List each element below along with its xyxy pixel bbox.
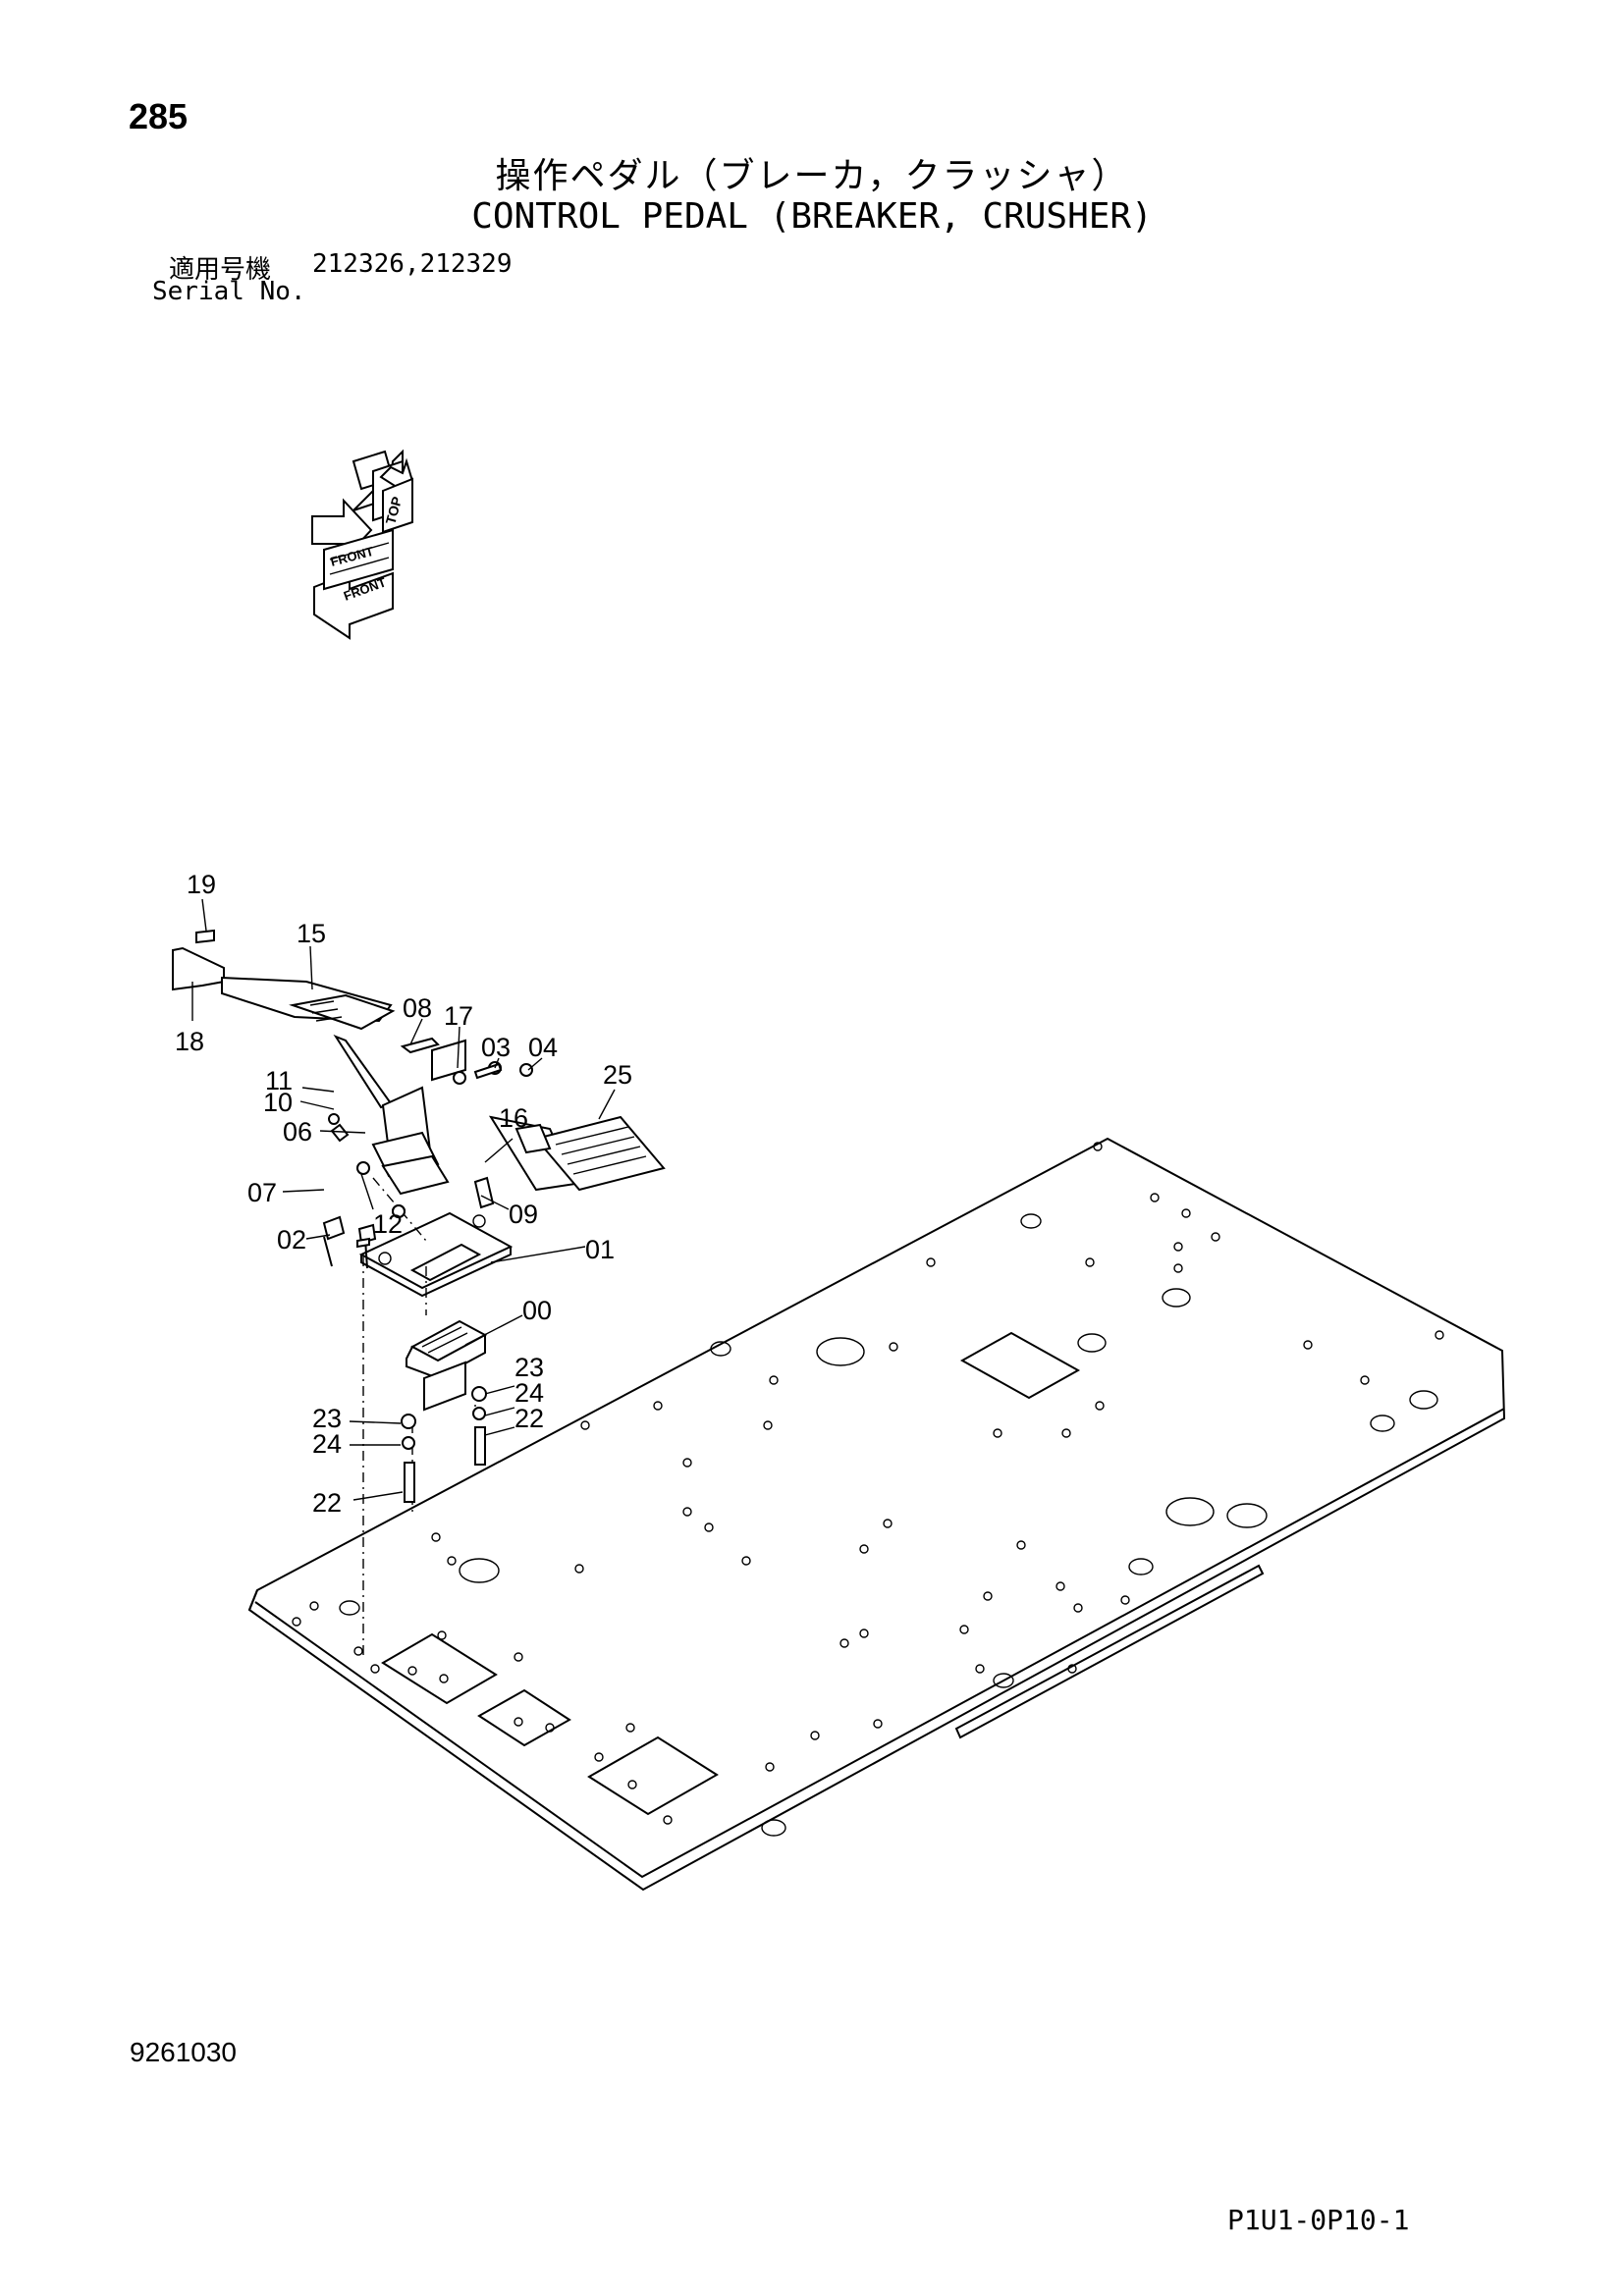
callout-12: 12: [373, 1209, 403, 1239]
leader-lines: [191, 898, 616, 1501]
callout-15: 15: [297, 919, 326, 948]
pedal-15: [172, 929, 396, 1031]
callout-16: 16: [499, 1103, 528, 1133]
callout-08: 08: [403, 993, 432, 1023]
page-number: 285: [129, 96, 189, 136]
callout-06: 06: [283, 1117, 312, 1147]
callout-25: 25: [603, 1060, 632, 1090]
callout-24-b: 24: [312, 1429, 342, 1459]
callout-24: 24: [514, 1378, 544, 1408]
callout-23: 23: [514, 1353, 544, 1382]
callout-23-b: 23: [312, 1404, 342, 1433]
callout-18: 18: [175, 1027, 204, 1056]
direction-arrows-icon: TOP FRONT FRONT: [311, 449, 414, 640]
serial-value: 212326,212329: [312, 249, 513, 279]
callout-11: 11: [265, 1066, 293, 1095]
callout-00: 00: [522, 1296, 552, 1325]
callout-04: 04: [528, 1033, 558, 1062]
pedal-25: [488, 1115, 666, 1192]
callout-03: 03: [481, 1033, 511, 1062]
page-title-jp: 操作ペダル（ブレーカ，クラッシャ）: [495, 156, 1129, 196]
orientation-label-top: TOP: [382, 495, 405, 526]
callout-labels: 19 15 18 08 17 03 04 25 11 10 06 16 07 1…: [175, 870, 632, 1518]
callout-22: 22: [514, 1404, 544, 1433]
callout-01: 01: [585, 1235, 615, 1264]
page-title-en: CONTROL PEDAL (BREAKER, CRUSHER): [471, 196, 1153, 237]
callout-19: 19: [187, 870, 216, 899]
serial-label-jp: 適用号機: [169, 255, 272, 285]
callout-09: 09: [509, 1200, 538, 1229]
linkage-parts: [322, 1034, 533, 1503]
pedal-valve-unit: [406, 1319, 488, 1412]
serial-label-en: Serial No.: [152, 277, 306, 306]
callout-02: 02: [277, 1225, 306, 1255]
floor-plate: [247, 1137, 1506, 1892]
pedal-bracket: [358, 1211, 514, 1298]
callout-10: 10: [263, 1088, 293, 1117]
callout-22-b: 22: [312, 1488, 342, 1518]
callout-07: 07: [247, 1178, 277, 1207]
drawing-number: 9261030: [130, 2037, 238, 2067]
plate-holes: [292, 1142, 1444, 1825]
callout-17: 17: [444, 1001, 473, 1031]
page-code: P1U1-0P10-1: [1227, 2204, 1410, 2236]
